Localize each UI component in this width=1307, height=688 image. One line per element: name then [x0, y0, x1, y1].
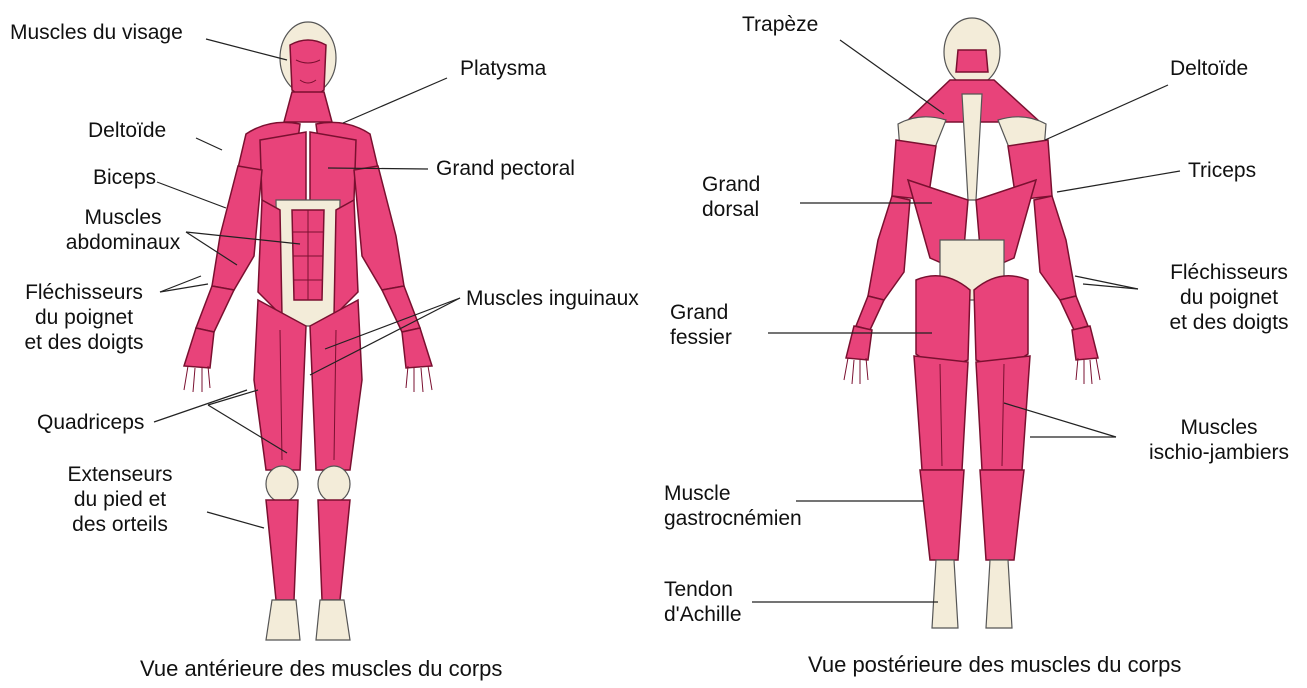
label-muscles-inguinaux: Muscles inguinaux: [466, 286, 639, 311]
label-muscles-visage: Muscles du visage: [10, 20, 183, 45]
label-muscles-abdominaux: Muscles abdominaux: [60, 205, 186, 255]
label-flechisseurs-posterior: Fléchisseurs du poignet et des doigts: [1156, 260, 1302, 335]
label-biceps: Biceps: [93, 165, 156, 190]
label-flechisseurs-anterior: Fléchisseurs du poignet et des doigts: [14, 280, 154, 355]
label-deltoide-anterior: Deltoïde: [88, 118, 166, 143]
label-tendon-achille: Tendon d'Achille: [664, 577, 742, 627]
label-triceps: Triceps: [1188, 158, 1256, 183]
label-quadriceps: Quadriceps: [37, 410, 144, 435]
label-grand-fessier: Grand fessier: [670, 300, 732, 350]
label-grand-dorsal: Grand dorsal: [702, 172, 760, 222]
label-grand-pectoral: Grand pectoral: [436, 156, 575, 181]
label-platysma: Platysma: [460, 56, 546, 81]
label-deltoide-posterior: Deltoïde: [1170, 56, 1248, 81]
label-gastrocnemien: Muscle gastrocnémien: [664, 481, 802, 531]
label-trapeze: Trapèze: [742, 12, 818, 37]
label-ischio-jambiers: Muscles ischio-jambiers: [1134, 415, 1304, 465]
label-extenseurs: Extenseurs du pied et des orteils: [56, 462, 184, 537]
caption-anterior: Vue antérieure des muscles du corps: [140, 656, 502, 682]
caption-posterior: Vue postérieure des muscles du corps: [808, 652, 1181, 678]
posterior-body: [844, 18, 1100, 628]
